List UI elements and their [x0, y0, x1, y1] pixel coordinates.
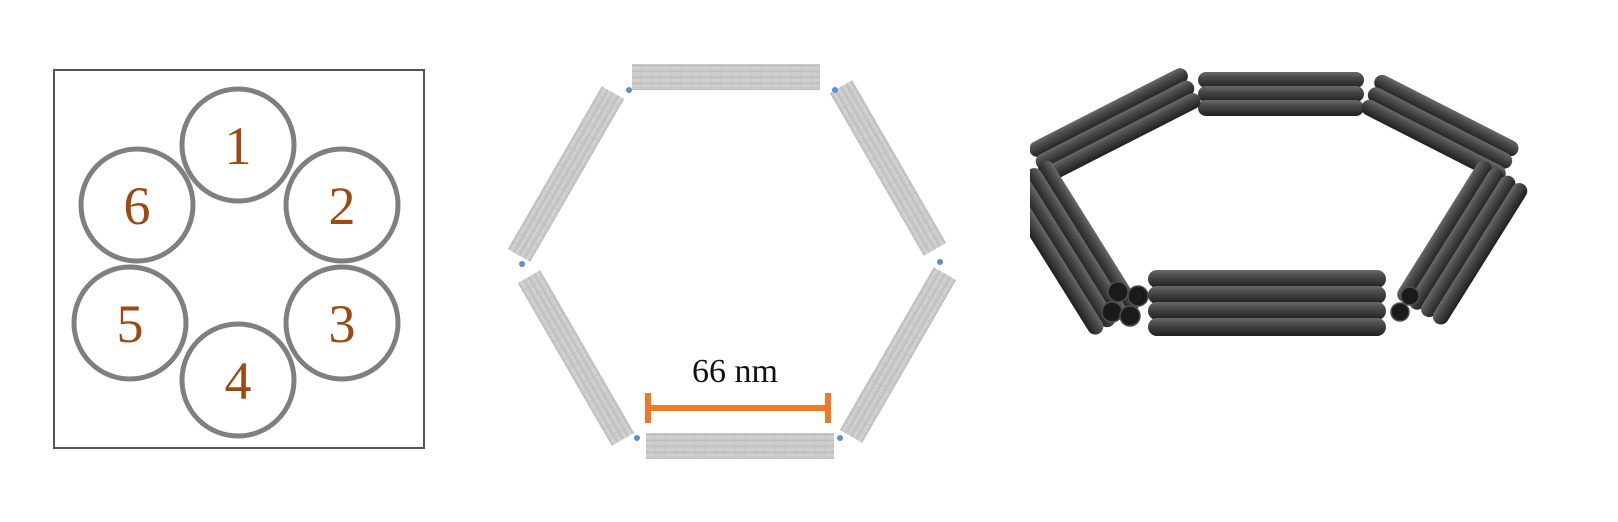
- cylinder-end: [1127, 285, 1149, 307]
- hexagon-layout-panel: 66 nm: [470, 0, 1030, 522]
- cylinder: [1198, 86, 1364, 102]
- cylinder: [1432, 183, 1528, 325]
- hexagon-edge-top-left: [507, 86, 625, 262]
- scale-bar-label: 66 nm: [692, 353, 778, 390]
- bundle-bottom: [1148, 270, 1386, 336]
- bundle-right: [1397, 160, 1528, 325]
- helix-cross-section-diagram: 1 2 3 4 5 6: [53, 69, 425, 449]
- hexagon-layout-diagram: 66 nm: [507, 64, 957, 459]
- helix-cross-section-panel: 1 2 3 4 5 6: [0, 0, 470, 522]
- hexagon-edge-top: [632, 64, 820, 90]
- helix-label-2: 2: [329, 176, 356, 236]
- hexagon-vertex-linkers: [519, 87, 943, 441]
- cylinder-end: [1119, 305, 1141, 327]
- hexagon-edges: [507, 64, 957, 459]
- hexagon-edge-bottom-left: [517, 270, 635, 446]
- cylinder: [1035, 80, 1195, 170]
- hexagon-edge-bottom: [646, 433, 834, 459]
- cylinder: [1148, 286, 1386, 304]
- cylinder-end: [1107, 281, 1129, 303]
- cylinder: [1367, 87, 1513, 169]
- cylinder: [1397, 160, 1492, 303]
- helix-circle-2: [283, 146, 401, 264]
- bundle-upper-left: [1030, 68, 1201, 182]
- cylinder: [1038, 160, 1139, 313]
- helix-label-5: 5: [117, 294, 144, 354]
- helix-label-4: 4: [225, 351, 252, 411]
- cylinder: [1030, 168, 1128, 320]
- vertex-linker: [832, 87, 838, 93]
- cylinder-end: [1400, 286, 1420, 306]
- helix-label-3: 3: [329, 294, 356, 354]
- cylinder: [1148, 318, 1386, 336]
- cylinder: [1409, 168, 1504, 310]
- cylinder: [1042, 93, 1201, 182]
- cylinder: [1198, 72, 1364, 88]
- cylinder-end: [1101, 301, 1123, 323]
- helix-label-1: 1: [225, 116, 252, 176]
- cylinder: [1148, 270, 1386, 288]
- hexagon-3d-rendering: [1030, 68, 1528, 336]
- helix-circle-6: [78, 146, 196, 264]
- hexagon-edge-bottom-right: [839, 267, 957, 443]
- bundle-top: [1198, 72, 1364, 116]
- vertex-linker: [837, 435, 843, 441]
- helix-circle-4: [179, 321, 297, 439]
- helix-circle-5: [71, 264, 189, 382]
- bundle-upper-right: [1361, 74, 1519, 182]
- vertex-linker: [519, 261, 525, 267]
- cylinder: [1420, 175, 1516, 318]
- cylinder-end: [1390, 302, 1410, 322]
- helix-circle-3: [283, 264, 401, 382]
- rendering-3d-panel: [1030, 0, 1618, 522]
- cylinder: [1148, 302, 1386, 320]
- vertex-linker: [634, 435, 640, 441]
- vertex-linker: [937, 259, 943, 265]
- cylinder: [1030, 175, 1116, 328]
- scale-bar: [645, 393, 831, 423]
- cylinder: [1374, 74, 1519, 157]
- cylinder: [1198, 100, 1364, 116]
- vertex-linker: [626, 87, 632, 93]
- helix-label-6: 6: [124, 176, 151, 236]
- cylinder: [1361, 99, 1506, 182]
- cylinder: [1030, 68, 1188, 157]
- hexagon-edge-top-right: [829, 80, 947, 256]
- helix-circle-1: [179, 86, 297, 204]
- cylinder: [1030, 182, 1104, 335]
- bundle-left: [1030, 160, 1139, 335]
- cylinder-end-caps: [1101, 281, 1420, 327]
